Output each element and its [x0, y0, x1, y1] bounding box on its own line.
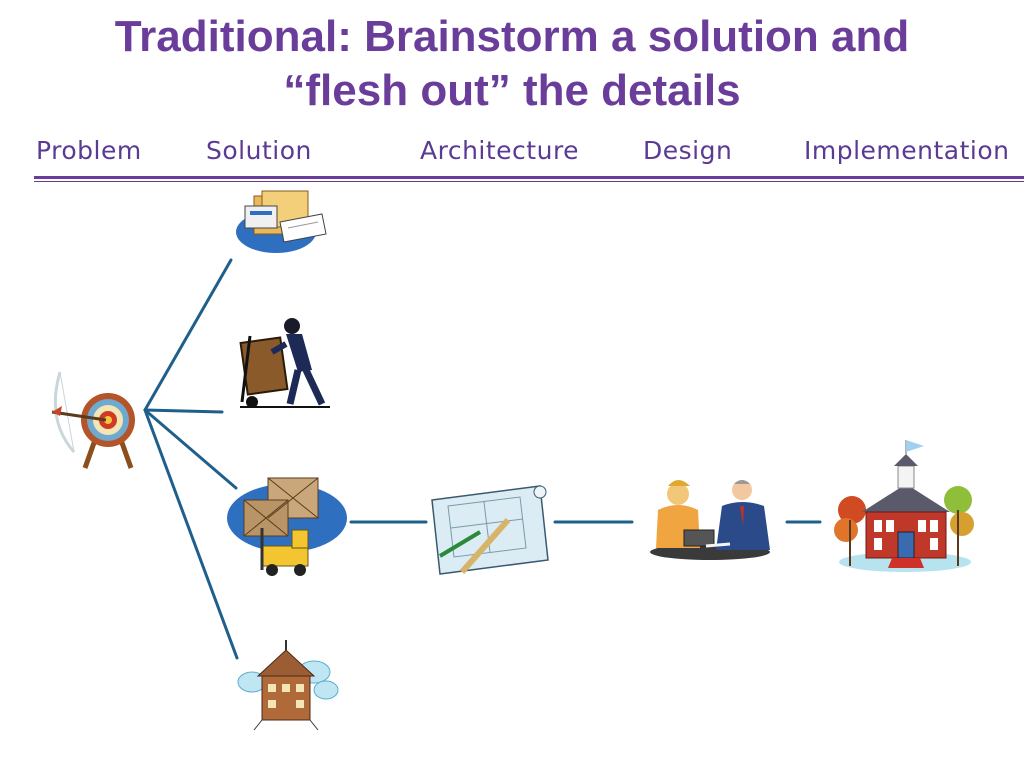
stage-label-design: Design — [643, 136, 733, 165]
header-rule-bottom — [34, 181, 1024, 182]
stage-label-problem: Problem — [36, 136, 142, 165]
forklift-boxes-icon — [227, 477, 347, 576]
connector-problem-solution-2 — [143, 408, 224, 414]
airlifted-building-icon — [237, 640, 339, 731]
blueprint-icon — [431, 485, 549, 575]
hand-truck-mover-icon — [239, 318, 330, 408]
connector-problem-solution-1 — [143, 258, 233, 412]
file-folders-icon — [236, 190, 327, 253]
connectors — [143, 258, 822, 660]
schoolhouse-icon — [834, 440, 974, 572]
title-line-1: Traditional: Brainstorm a solution and — [114, 12, 910, 61]
stage-label-solution: Solution — [206, 136, 312, 165]
connector-problem-solution-4 — [143, 408, 239, 660]
header-rule-top — [34, 176, 1024, 179]
stage-label-implementation: Implementation — [804, 136, 1010, 165]
slide-title: Traditional: Brainstorm a solution and “… — [0, 10, 1024, 118]
meeting-people-icon — [650, 480, 770, 560]
title-line-2: “flesh out” the details — [283, 66, 741, 115]
stage-label-architecture: Architecture — [420, 136, 580, 165]
target-archery-icon — [51, 371, 135, 469]
connector-problem-solution-3 — [143, 408, 238, 490]
